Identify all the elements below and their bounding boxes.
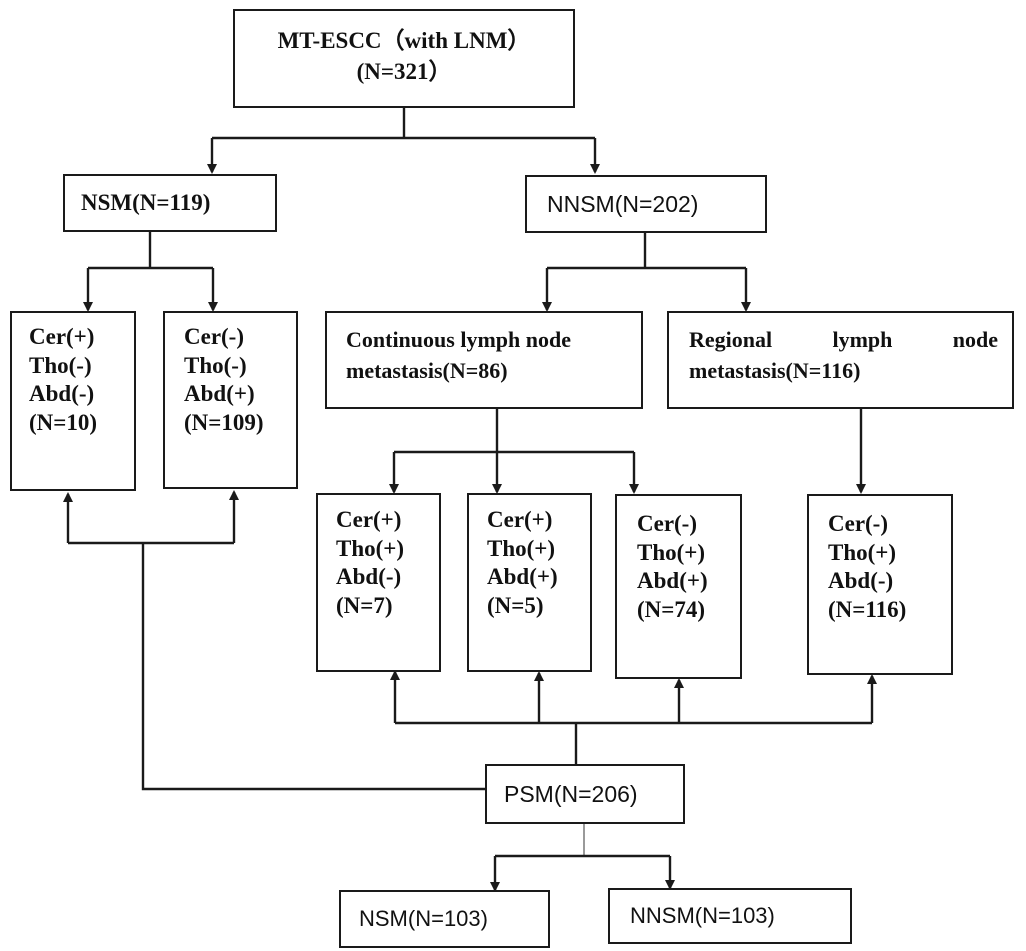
tho-status: Tho(+)	[487, 535, 556, 561]
nnsm-group-box: Cer(+) Tho(+) Abd(-) (N=7)	[316, 493, 441, 672]
psm-box: PSM(N=206)	[485, 764, 685, 824]
group-count: (N=109)	[184, 409, 264, 435]
abd-status: Abd(-)	[828, 568, 894, 593]
nsm-group-box: Cer(-) Tho(-) Abd(+) (N=109)	[163, 311, 298, 489]
nnsm-label: NNSM(N=202)	[547, 191, 699, 217]
root-box: MT-ESCC（with LNM） (N=321）	[233, 9, 575, 108]
group-count: (N=74)	[637, 596, 706, 622]
nnsm-group-box: Cer(-) Tho(+) Abd(-) (N=116)	[807, 494, 953, 675]
cer-status: Cer(-)	[828, 511, 889, 536]
group-count: (N=7)	[336, 592, 393, 618]
group-count: (N=5)	[487, 592, 544, 618]
cer-status: Cer(+)	[487, 507, 553, 532]
abd-status: Abd(-)	[29, 381, 95, 406]
cer-status: Cer(-)	[637, 511, 698, 536]
psm-nsm-box: NSM(N=103)	[339, 890, 550, 948]
psm-nnsm-box: NNSM(N=103)	[608, 888, 852, 944]
regional-word: Regional	[689, 327, 773, 352]
regional-box: Regional lymph node metastasis(N=116)	[667, 311, 1014, 409]
tho-status: Tho(+)	[336, 535, 405, 561]
tho-status: Tho(+)	[828, 539, 897, 565]
group-count: (N=10)	[29, 409, 98, 435]
cer-status: Cer(+)	[29, 324, 95, 349]
abd-status: Abd(+)	[487, 564, 558, 589]
psm-nsm-label: NSM(N=103)	[359, 906, 488, 931]
psm-nnsm-label: NNSM(N=103)	[630, 903, 775, 928]
root-title: MT-ESCC（with LNM）	[277, 28, 531, 53]
tho-status: Tho(+)	[637, 539, 706, 565]
nnsm-box: NNSM(N=202)	[525, 175, 767, 233]
nsm-group-box: Cer(+) Tho(-) Abd(-) (N=10)	[10, 311, 136, 491]
cer-status: Cer(+)	[336, 507, 402, 532]
regional-word: lymph	[832, 327, 893, 352]
abd-status: Abd(+)	[637, 568, 708, 593]
abd-status: Abd(+)	[184, 381, 255, 406]
group-count: (N=116)	[828, 596, 907, 622]
nnsm-group-box: Cer(-) Tho(+) Abd(+) (N=74)	[615, 494, 742, 679]
nsm-box: NSM(N=119)	[63, 174, 277, 232]
psm-label: PSM(N=206)	[504, 781, 638, 807]
regional-word: node	[952, 327, 999, 352]
tho-status: Tho(-)	[29, 352, 92, 378]
root-count: (N=321）	[356, 59, 452, 84]
connector-psm-left	[141, 543, 486, 791]
abd-status: Abd(-)	[336, 564, 402, 589]
regional-title: Regional lymph node	[689, 324, 998, 355]
continuous-title: Continuous lymph node	[346, 327, 571, 352]
continuous-count: metastasis(N=86)	[346, 358, 508, 383]
continuous-box: Continuous lymph node metastasis(N=86)	[325, 311, 643, 409]
regional-count: metastasis(N=116)	[689, 358, 861, 383]
nnsm-group-box: Cer(+) Tho(+) Abd(+) (N=5)	[467, 493, 592, 672]
tho-status: Tho(-)	[184, 352, 247, 378]
nsm-label: NSM(N=119)	[81, 190, 211, 215]
cer-status: Cer(-)	[184, 324, 245, 349]
